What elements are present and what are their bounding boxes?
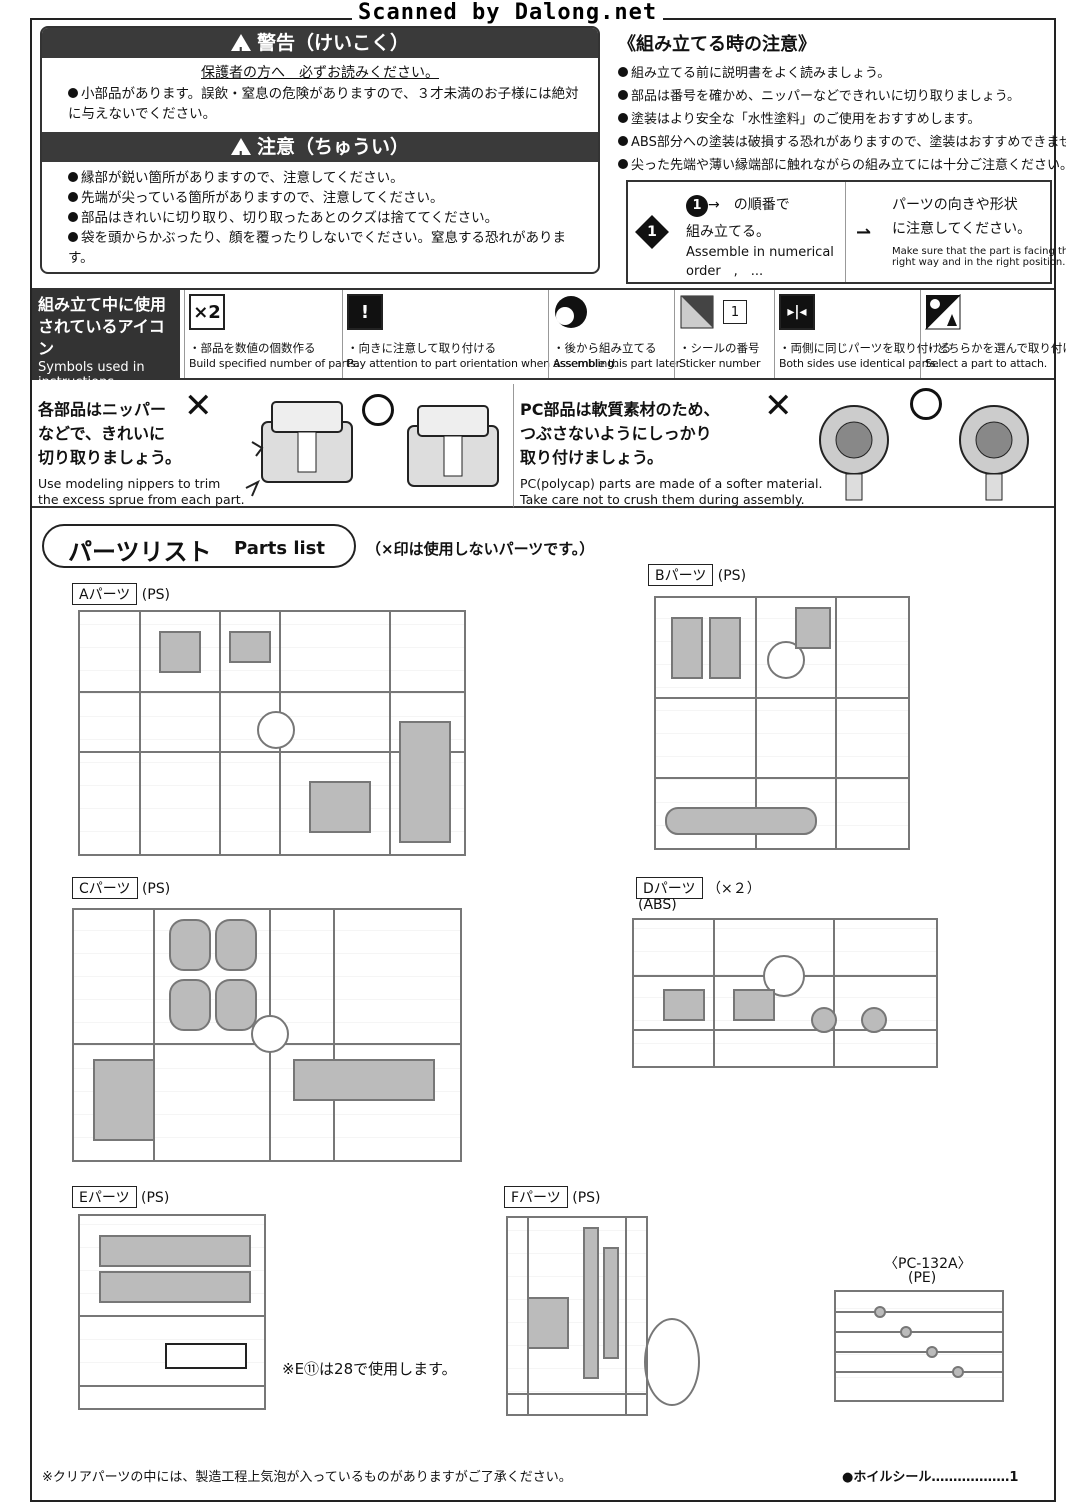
- wrong-mark-icon: ✕: [764, 386, 793, 426]
- runner-d-material: (ABS): [638, 897, 677, 913]
- bullet-icon: [68, 212, 78, 222]
- order-instruction: 1 1→ の順番で 組み立てる。 Assemble in numerical o…: [628, 182, 846, 282]
- symbol-orientation: ! ・向きに注意して取り付ける Pay attention to part or…: [342, 290, 617, 378]
- both-sides-icon: ▸|◂: [779, 294, 815, 330]
- symbol-multiple-parts: ×2 ・部品を数値の個数作る Build specified number of…: [184, 290, 359, 378]
- symbol-both-sides: ▸|◂ ・両側に同じパーツを取り付ける Both sides use ident…: [774, 290, 951, 378]
- step-1-icon: 1: [686, 195, 708, 217]
- wrong-mark-icon: ✕: [184, 386, 213, 426]
- caution-line: 先端が尖っている箇所がありますので、注意してください。: [42, 188, 598, 208]
- runner-pc-material: (PE): [908, 1270, 937, 1286]
- polycap-tip: PC部品は軟質素材のため、 つぶさないようにしっかり 取り付けましょう。 PC(…: [514, 384, 1054, 508]
- notes-line: ABS部分への塗装は破損する恐れがありますので、塗装はおすすめできません。: [618, 131, 1066, 154]
- scan-banner: Scanned by Dalong.net: [352, 0, 664, 25]
- symbols-legend: 組み立て中に使用 されているアイコン Symbols used in instr…: [32, 288, 1066, 390]
- parts-list-note: （×印は使用しないパーツです。）: [366, 540, 595, 558]
- order-badge-icon: 1: [635, 215, 669, 249]
- runner-d-label: Dパーツ （×２）: [636, 877, 761, 899]
- rough-cut-part-icon: [245, 401, 353, 497]
- caution-line: 縁部が鋭い箇所がありますので、注意してください。: [42, 168, 598, 188]
- sticker-icon: [679, 294, 715, 330]
- bullet-icon: [618, 67, 628, 77]
- runner-c-label: Cパーツ (PS): [72, 877, 170, 899]
- bullet-icon: [618, 159, 628, 169]
- multiply-2-icon: ×2: [189, 294, 225, 330]
- notes-line: 部品は番号を確かめ、ニッパーなどできれいに切り取りましょう。: [618, 85, 1048, 108]
- bullet-icon: [68, 88, 78, 98]
- orientation-jp1: パーツの向きや形状: [892, 197, 1018, 213]
- order-line2: 組み立てる。: [686, 224, 770, 240]
- warning-title: 警告（けいこく）: [256, 32, 409, 54]
- orientation-arrows-icon: ⇀: [856, 222, 872, 243]
- assembly-notes: 《組み立てる時の注意》 組み立てる前に説明書をよく読みましょう。 部品は番号を確…: [618, 30, 1066, 177]
- warning-line: 小部品があります。誤飲・窒息の危険がありますので、３才未満のお子様には絶対: [42, 84, 598, 104]
- warning-subtitle: 保護者の方へ 必ずお読みください。: [201, 65, 439, 81]
- warning-line: に与えないでください。: [68, 106, 217, 122]
- runner-b-diagram: [654, 596, 910, 850]
- caution-header: 注意（ちゅうい）: [42, 132, 598, 171]
- notes-title: 《組み立てる時の注意》: [618, 34, 816, 55]
- runner-pc-diagram: [834, 1290, 1004, 1402]
- notes-line: 塗装はより安全な「水性塗料」のご使用をおすすめします。: [618, 108, 1048, 131]
- warning-box: 警告（けいこく） 保護者の方へ 必ずお読みください。 小部品があります。誤飲・窒…: [40, 26, 600, 274]
- order-box: 1 1→ の順番で 組み立てる。 Assemble in numerical o…: [626, 180, 1066, 284]
- caution-icon: [230, 138, 251, 171]
- runner-f-label: Fパーツ (PS): [504, 1186, 601, 1208]
- order-en2: order , ...: [686, 264, 764, 279]
- assemble-later-icon: [553, 294, 589, 330]
- orientation-jp2: に注意してください。: [892, 221, 1032, 237]
- runner-c-diagram: [72, 908, 462, 1162]
- runner-pc-label: 〈PC-132A〉: [884, 1256, 972, 1272]
- nipper-tip: 各部品はニッパー などで、きれいに 切り取りましょう。 Use modeling…: [32, 384, 514, 508]
- runner-e-diagram: [78, 1214, 266, 1410]
- warning-header: 警告（けいこく）: [42, 28, 598, 67]
- symbol-sticker: 1 ・シールの番号 Sticker number: [674, 290, 772, 378]
- runner-d-diagram: [632, 918, 938, 1068]
- correct-mark-icon: [910, 388, 942, 420]
- runner-e-label: Eパーツ (PS): [72, 1186, 169, 1208]
- runner-a-label: Aパーツ (PS): [72, 583, 170, 605]
- footer-clear-parts-note: ※クリアパーツの中には、製造工程上気泡が入っているものがありますがご了承ください…: [42, 1470, 572, 1485]
- order-en1: Assemble in numerical: [686, 245, 834, 260]
- bullet-icon: [68, 172, 78, 182]
- bullet-icon: [618, 136, 628, 146]
- orientation-en2: right way and in the right position.: [892, 257, 1066, 268]
- parts-list-heading: パーツリスト Parts list: [42, 524, 356, 568]
- runner-b-label: Bパーツ (PS): [648, 564, 746, 586]
- runner-f-ring: [644, 1318, 700, 1406]
- orientation-instruction: ⇀ パーツの向きや形状 に注意してください。 Make sure that th…: [846, 182, 1066, 282]
- clean-cut-part-icon: [407, 405, 499, 487]
- sticker-number-icon: 1: [723, 300, 747, 324]
- bullet-icon: [618, 113, 628, 123]
- symbol-assemble-later: ・後から組み立てる Assemble this part later.: [548, 290, 682, 378]
- runner-a-diagram: [78, 610, 466, 856]
- correct-mark-icon: [362, 394, 394, 426]
- select-part-icon: [925, 294, 961, 330]
- runner-f-diagram: [506, 1216, 648, 1416]
- symbols-title: 組み立て中に使用 されているアイコン Symbols used in instr…: [32, 290, 180, 390]
- footer-foil-sticker: ●ホイルシール………………1: [842, 1470, 1019, 1485]
- orientation-en1: Make sure that the part is facing the: [892, 246, 1066, 257]
- order-line1: → の順番で: [708, 197, 790, 213]
- symbol-select-part: ・どちらかを選んで取り付ける Select a part to attach.: [920, 290, 1066, 378]
- caution-title: 注意（ちゅうい）: [256, 136, 409, 158]
- bullet-icon: [618, 90, 628, 100]
- e11-usage-note: ※E⑪は28で使用します。: [282, 1360, 457, 1378]
- bullet-icon: [68, 232, 78, 242]
- notes-line: 組み立てる前に説明書をよく読みましょう。: [618, 62, 1048, 85]
- notes-line: 尖った先端や薄い縁端部に触れながらの組み立てには十分ご注意ください。: [618, 154, 1066, 177]
- warning-icon: [230, 34, 251, 67]
- caution-line: 袋を頭からかぶったり、顔を覆ったりしないでください。窒息する恐れがあります。: [68, 230, 567, 266]
- caution-line: 部品はきれいに切り取り、切り取ったあとのクズは捨ててください。: [42, 208, 598, 228]
- crushed-polycap-icon: [819, 405, 889, 501]
- exclamation-icon: !: [347, 294, 383, 330]
- bullet-icon: [68, 192, 78, 202]
- proper-polycap-icon: [959, 405, 1029, 501]
